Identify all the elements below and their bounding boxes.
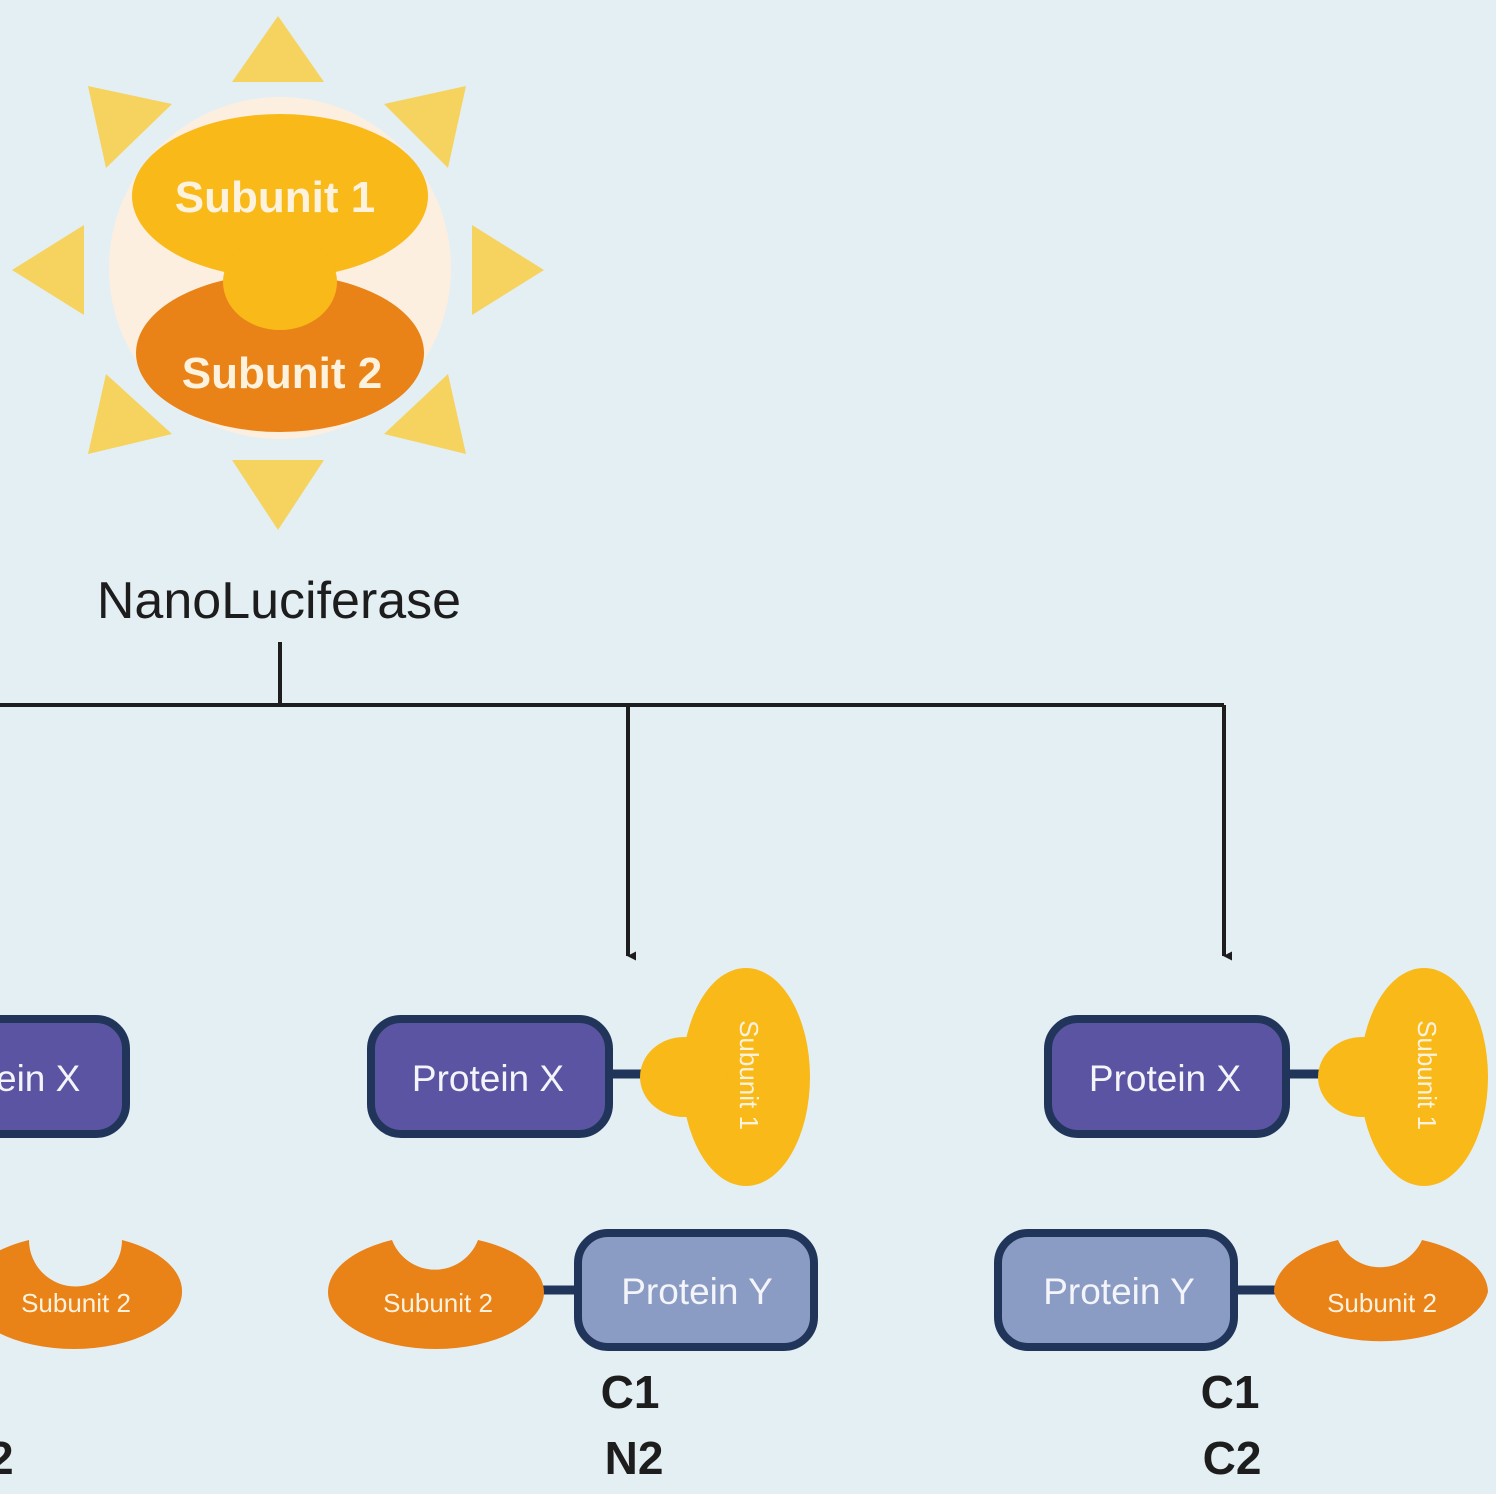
sun-subunit2-body <box>136 274 424 432</box>
ray-top-right <box>384 86 466 168</box>
code-bottom: C2 <box>1203 1432 1262 1484</box>
subunit2-label: Subunit 2 <box>383 1288 493 1318</box>
ray-right <box>472 225 544 315</box>
sun-subunit1-knob <box>223 234 337 330</box>
sun-subunit1-body <box>132 114 428 278</box>
subunit1-label: Subunit 1 <box>1412 1020 1442 1130</box>
protein-x-box <box>367 1015 613 1138</box>
protein-y-label: Protein Y <box>1043 1271 1195 1312</box>
nanoluciferase-title: NanoLuciferase <box>97 572 461 630</box>
protein-x-label: Protein X <box>412 1058 564 1099</box>
sun-rays <box>12 16 544 530</box>
ray-bottom <box>232 460 324 530</box>
subunit1-blob <box>1318 968 1488 1186</box>
code-top: C1 <box>1201 1366 1260 1418</box>
column-2: Protein X Subunit 1 Subunit 2 Protein Y … <box>328 968 818 1484</box>
sun-subunit1-label: Subunit 1 <box>175 173 375 222</box>
protein-x-box <box>1044 1015 1290 1138</box>
ray-top-left <box>88 86 172 168</box>
subunit2-crescent <box>1274 1240 1488 1342</box>
subunit1-label: Subunit 1 <box>734 1020 764 1130</box>
subunit2-label: Subunit 2 <box>1327 1288 1437 1318</box>
column-3: Protein X Subunit 1 Protein Y Subunit 2 … <box>994 968 1488 1484</box>
protein-y-box <box>574 1229 818 1351</box>
ray-top <box>232 16 324 82</box>
protein-x-label: ein X <box>0 1058 80 1099</box>
ray-bottom-left <box>88 374 172 454</box>
subunit2-crescent <box>328 1240 544 1349</box>
protein-y-box <box>994 1229 1238 1351</box>
code-top: C1 <box>601 1366 660 1418</box>
subunit2-crescent <box>0 1240 183 1349</box>
protein-x-box <box>0 1015 130 1138</box>
sun-subunit2-label: Subunit 2 <box>182 349 382 398</box>
code-bottom: 2 <box>0 1432 14 1484</box>
code-bottom: N2 <box>605 1432 664 1484</box>
subunit1-blob <box>640 968 810 1186</box>
ray-left <box>12 225 84 315</box>
ray-bottom-right <box>384 374 466 454</box>
subunit2-label: Subunit 2 <box>21 1288 131 1318</box>
protein-y-label: Protein Y <box>621 1271 773 1312</box>
connector-tree <box>0 642 1233 961</box>
column-1: ein X Subunit 2 2 <box>0 1015 183 1484</box>
protein-x-label: Protein X <box>1089 1058 1241 1099</box>
